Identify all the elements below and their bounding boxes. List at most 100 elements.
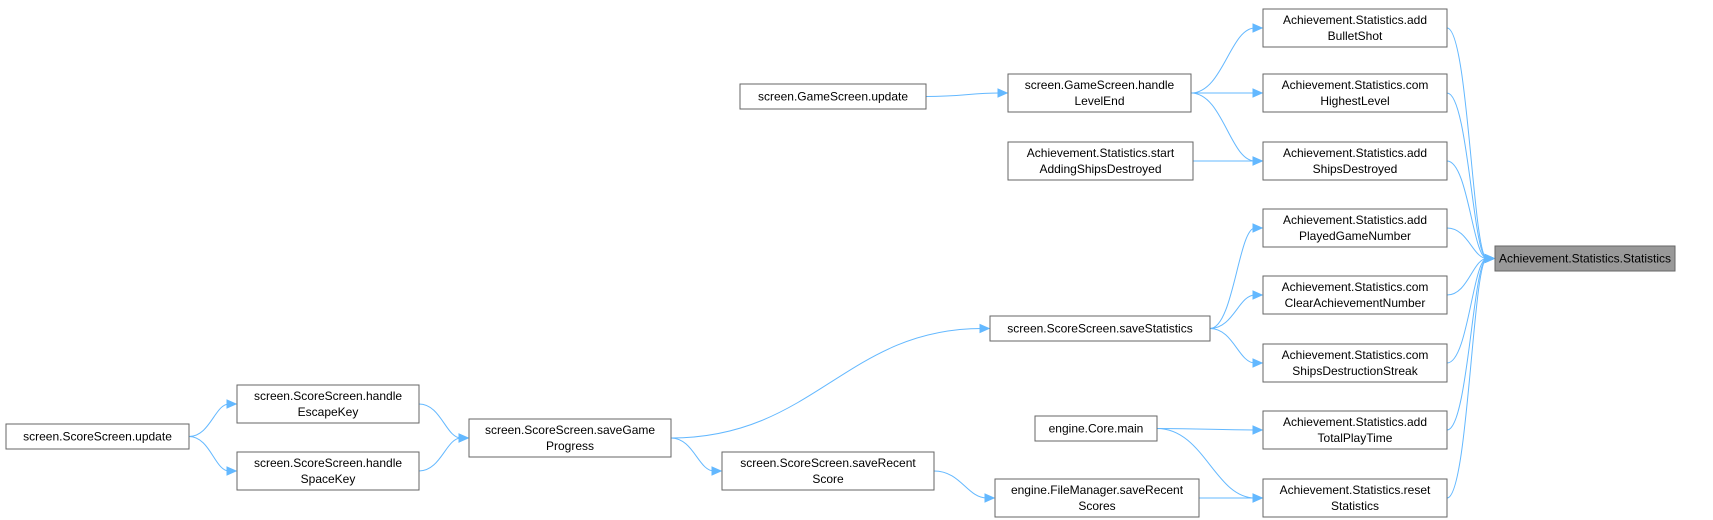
node-root[interactable]: Achievement.Statistics.Statistics bbox=[1494, 245, 1676, 272]
edge-reset-to-root bbox=[1446, 253, 1496, 499]
node-label: PlayedGameNumber bbox=[1299, 229, 1411, 243]
edge-arrowhead bbox=[1252, 493, 1264, 503]
node-gs-update[interactable]: screen.GameScreen.update bbox=[739, 83, 927, 110]
edge-gs-level-end-to-add-ships bbox=[1190, 92, 1264, 166]
edge-line bbox=[1446, 227, 1488, 259]
node-label: ShipsDestroyed bbox=[1313, 162, 1398, 176]
node-label: TotalPlayTime bbox=[1318, 431, 1393, 445]
edge-line bbox=[1446, 258, 1488, 364]
edge-line bbox=[1446, 258, 1488, 296]
edge-ss-save-stats-to-add-played bbox=[1209, 223, 1264, 329]
node-core-main[interactable]: engine.Core.main bbox=[1034, 415, 1158, 442]
edge-line bbox=[1209, 294, 1256, 329]
node-box bbox=[1262, 478, 1448, 518]
edge-arrowhead bbox=[711, 466, 723, 476]
edge-arrowhead bbox=[226, 466, 238, 476]
edge-line bbox=[1446, 160, 1488, 259]
edge-arrowhead bbox=[979, 323, 991, 334]
node-label: Achievement.Statistics.add bbox=[1283, 13, 1427, 27]
node-box bbox=[236, 451, 420, 491]
node-label: Statistics bbox=[1331, 499, 1379, 513]
function-nodes: Achievement.Statistics.StatisticsAchieve… bbox=[5, 8, 1676, 518]
node-label: Achievement.Statistics.start bbox=[1027, 146, 1175, 160]
node-label: Achievement.Statistics.add bbox=[1283, 146, 1427, 160]
node-ss-save-stats[interactable]: screen.ScoreScreen.saveStatistics bbox=[989, 315, 1211, 342]
node-label: LevelEnd bbox=[1074, 94, 1124, 108]
node-add-played[interactable]: Achievement.Statistics.addPlayedGameNumb… bbox=[1262, 208, 1448, 248]
edge-ss-save-stats-to-com-clear bbox=[1209, 290, 1264, 329]
node-box bbox=[721, 451, 935, 491]
node-box bbox=[1034, 415, 1158, 442]
node-label: Achievement.Statistics.add bbox=[1283, 213, 1427, 227]
edge-line bbox=[1446, 27, 1488, 259]
node-label: EscapeKey bbox=[298, 405, 359, 419]
node-label: screen.GameScreen.update bbox=[758, 90, 908, 104]
edge-arrowhead bbox=[226, 399, 238, 409]
edge-line bbox=[1446, 92, 1488, 259]
node-label: screen.ScoreScreen.saveGame bbox=[485, 423, 655, 437]
edge-ss-save-game-to-ss-save-stats bbox=[670, 323, 991, 439]
edge-line bbox=[188, 403, 230, 437]
edge-line bbox=[1190, 92, 1256, 162]
edge-arrowhead bbox=[1252, 23, 1264, 33]
node-label: screen.ScoreScreen.saveRecent bbox=[740, 456, 916, 470]
edge-com-highest-to-root bbox=[1446, 92, 1496, 264]
edge-line bbox=[1446, 258, 1488, 499]
node-label: HighestLevel bbox=[1320, 94, 1389, 108]
edge-arrowhead bbox=[1484, 253, 1496, 264]
node-ss-update[interactable]: screen.ScoreScreen.update bbox=[5, 423, 190, 450]
node-box bbox=[236, 384, 420, 424]
node-box bbox=[1262, 141, 1448, 181]
edge-line bbox=[188, 436, 230, 472]
edge-core-main-to-add-total bbox=[1156, 425, 1264, 435]
edge-ss-space-to-ss-save-game bbox=[418, 433, 470, 472]
node-box bbox=[5, 423, 190, 450]
node-label: Achievement.Statistics.add bbox=[1283, 415, 1427, 429]
node-label: screen.ScoreScreen.update bbox=[23, 430, 172, 444]
edge-line bbox=[1190, 27, 1256, 94]
node-box bbox=[1262, 8, 1448, 48]
edge-ss-save-stats-to-com-streak bbox=[1209, 328, 1264, 368]
node-label: ClearAchievementNumber bbox=[1285, 296, 1426, 310]
edge-line bbox=[1156, 428, 1256, 431]
edge-line bbox=[1209, 328, 1256, 364]
node-com-clear[interactable]: Achievement.Statistics.comClearAchieveme… bbox=[1262, 275, 1448, 315]
node-box bbox=[1007, 141, 1194, 181]
node-label: Scores bbox=[1078, 499, 1115, 513]
node-label: Achievement.Statistics.com bbox=[1282, 78, 1429, 92]
node-start-adding[interactable]: Achievement.Statistics.startAddingShipsD… bbox=[1007, 141, 1194, 181]
node-label: screen.ScoreScreen.handle bbox=[254, 389, 402, 403]
edge-line bbox=[1209, 227, 1256, 329]
node-label: Achievement.Statistics.com bbox=[1282, 280, 1429, 294]
node-com-streak[interactable]: Achievement.Statistics.comShipsDestructi… bbox=[1262, 343, 1448, 383]
node-label: screen.ScoreScreen.handle bbox=[254, 456, 402, 470]
node-label: BulletShot bbox=[1328, 29, 1383, 43]
edge-line bbox=[925, 92, 1001, 97]
node-box bbox=[468, 418, 672, 458]
node-box bbox=[1262, 208, 1448, 248]
node-box bbox=[1262, 275, 1448, 315]
node-label: Achievement.Statistics.Statistics bbox=[1499, 252, 1671, 266]
edge-start-adding-to-add-ships bbox=[1193, 156, 1264, 166]
edge-line bbox=[933, 470, 988, 499]
node-box bbox=[739, 83, 927, 110]
node-box bbox=[1262, 343, 1448, 383]
edge-ss-save-game-to-ss-save-recent bbox=[670, 437, 723, 476]
node-box bbox=[1262, 410, 1448, 450]
edge-gs-update-to-gs-level-end bbox=[925, 88, 1009, 98]
edge-arrowhead bbox=[458, 433, 470, 443]
edge-arrowhead bbox=[1252, 358, 1264, 368]
edge-arrowhead bbox=[1252, 425, 1264, 435]
